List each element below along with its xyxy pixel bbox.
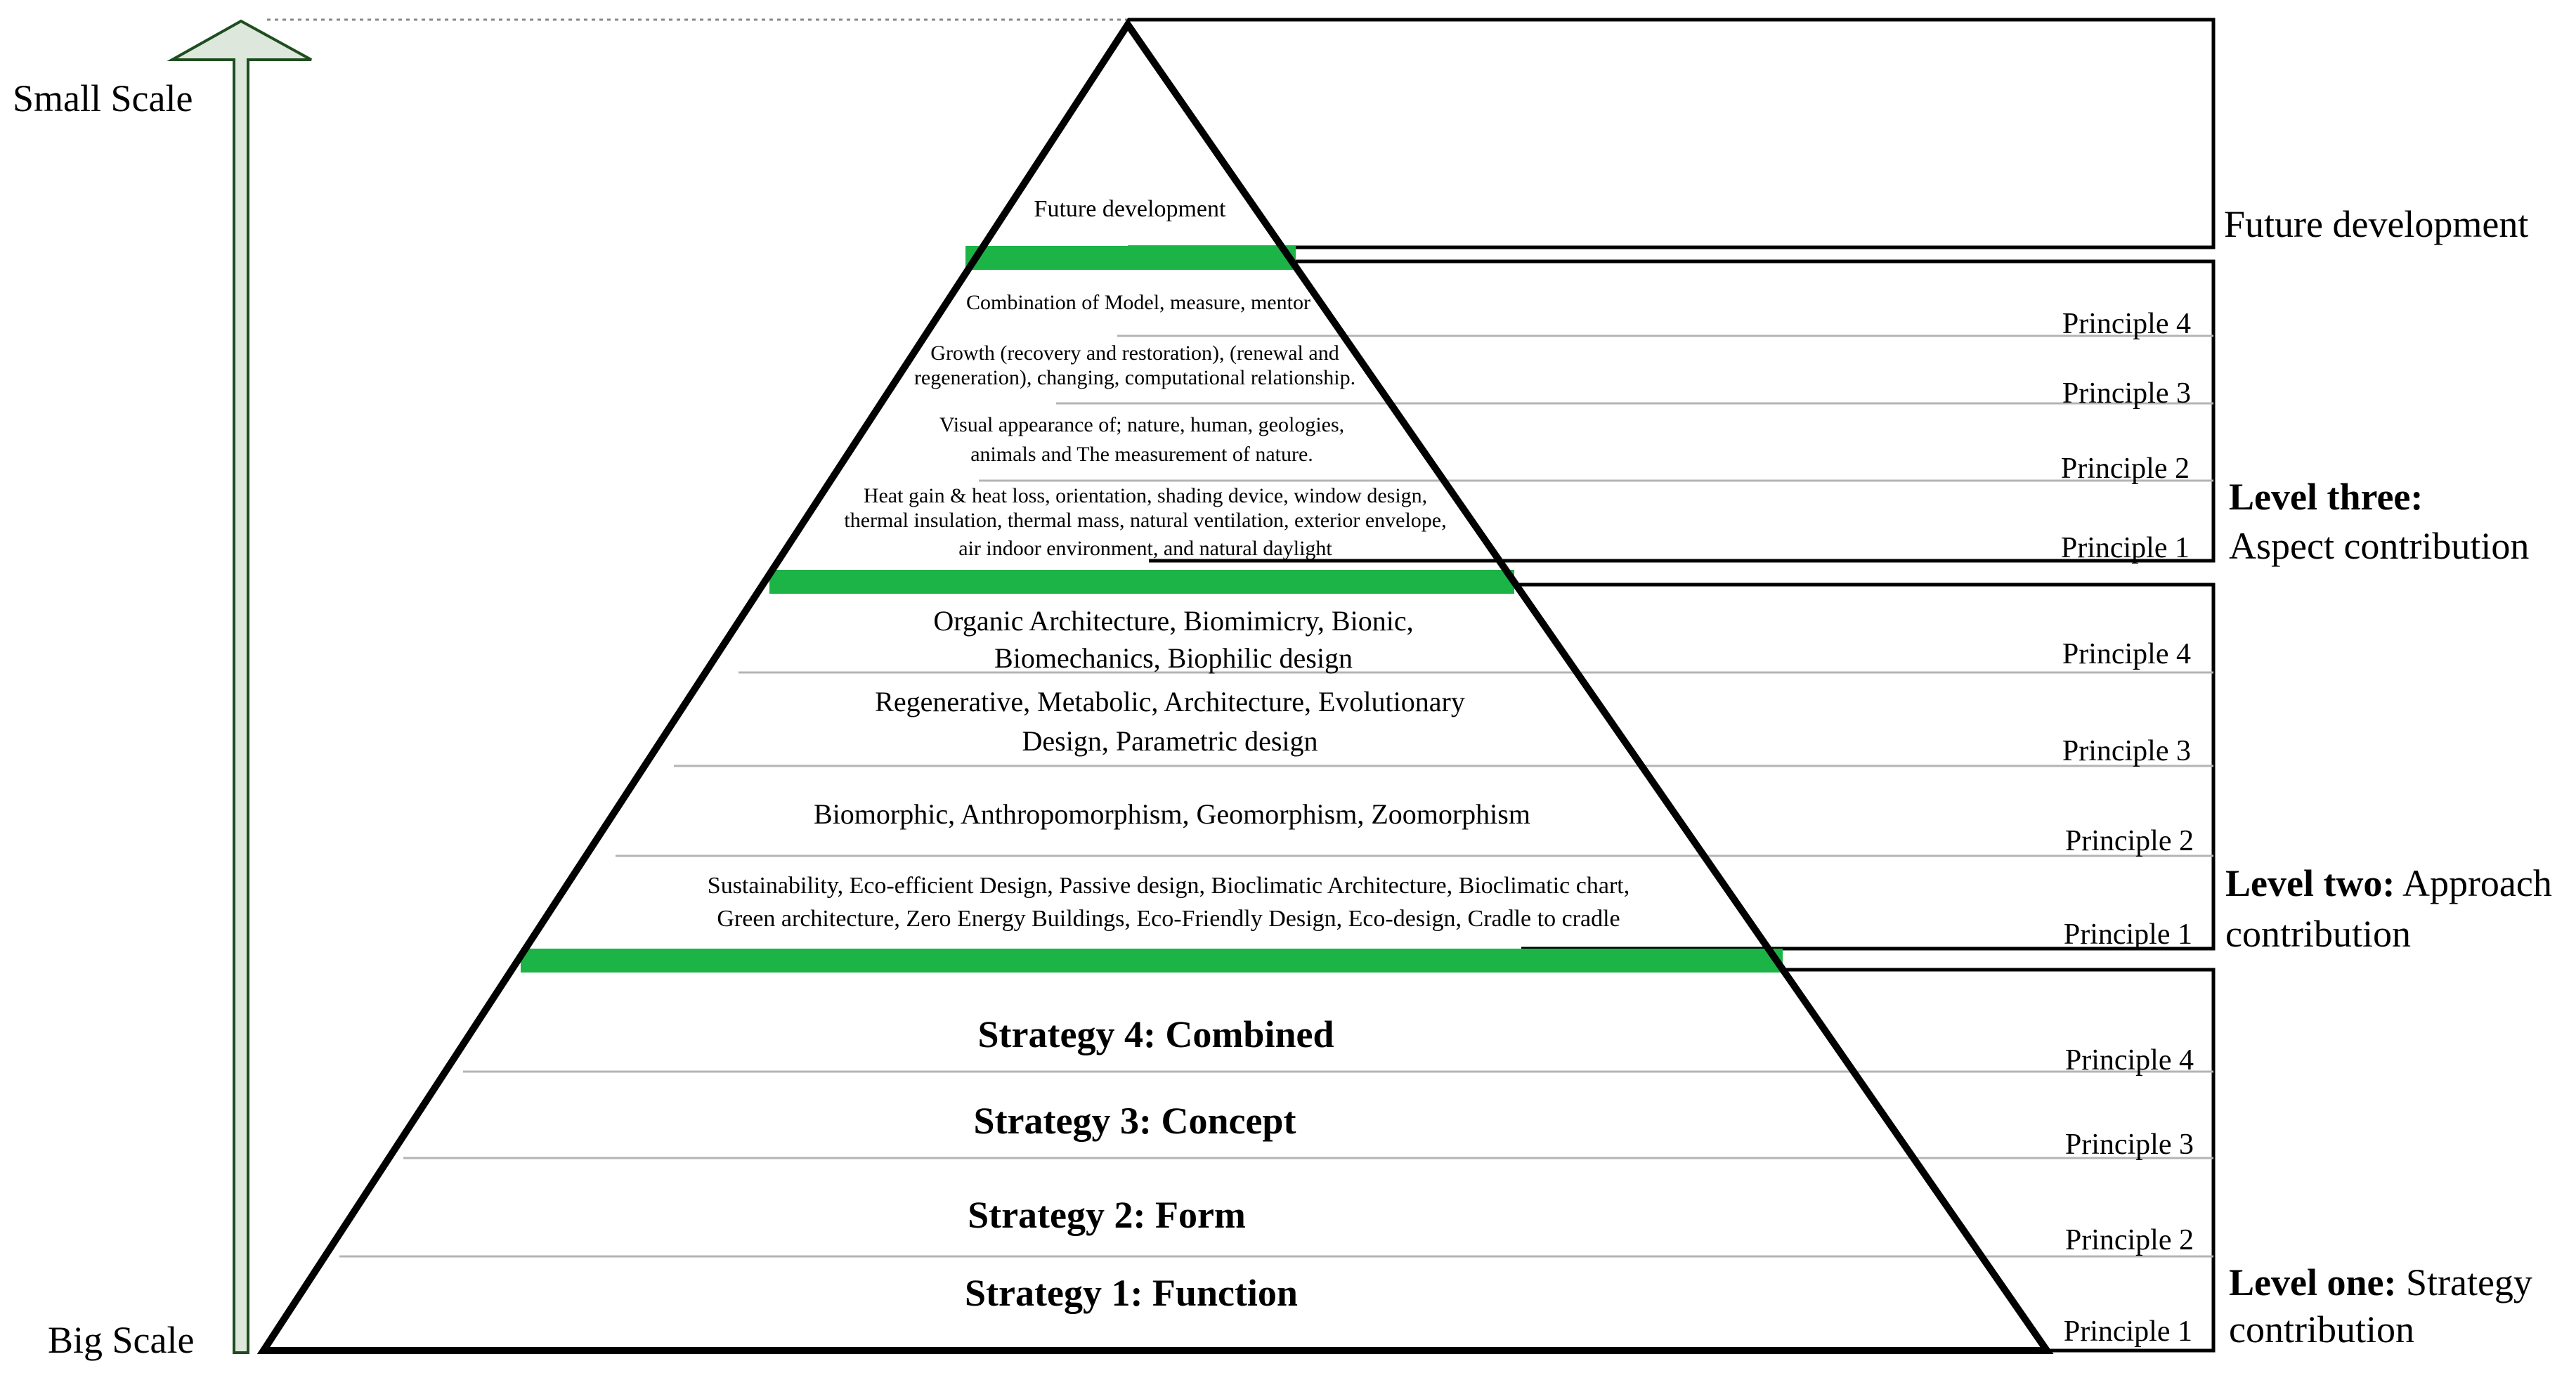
level-two-p3-text: Design, Parametric design xyxy=(1022,725,1318,757)
bracket-level-three xyxy=(1149,259,2216,563)
principle-label: Principle 1 xyxy=(2064,918,2192,951)
strategy-3-label: Strategy 3: Concept xyxy=(974,1100,1296,1142)
level-three-subtitle: Aspect contribution xyxy=(2229,525,2529,567)
principle-label: Principle 2 xyxy=(2065,825,2194,857)
level-three-p4-text: Combination of Model, measure, mentor xyxy=(966,291,1310,314)
level-three-p3-text: regeneration), changing, computational r… xyxy=(914,366,1355,389)
up-arrow-icon xyxy=(167,19,312,1354)
principle-labels: Principle 4 Principle 3 Principle 2 Prin… xyxy=(2061,308,2194,1348)
strategy-4-label: Strategy 4: Combined xyxy=(978,1013,1334,1055)
divider-level-three xyxy=(769,570,1514,594)
future-development-side-label: Future development xyxy=(2224,203,2528,245)
principle-label: Principle 4 xyxy=(2062,308,2191,340)
pyramid-outline xyxy=(256,18,2054,1354)
level-three-p2-text: Visual appearance of; nature, human, geo… xyxy=(939,413,1344,436)
level-three-p1-text: air indoor environment, and natural dayl… xyxy=(958,537,1332,560)
level-three-p1-text: thermal insulation, thermal mass, natura… xyxy=(844,509,1446,532)
level-three-p2-text: animals and The measurement of nature. xyxy=(970,443,1313,466)
bracket-level-one xyxy=(1778,968,2216,1353)
apex-label: Future development xyxy=(1034,196,1226,222)
principle-label: Principle 3 xyxy=(2062,735,2191,767)
principle-label: Principle 2 xyxy=(2065,1224,2194,1256)
divider-future xyxy=(965,246,1296,270)
strategy-2-label: Strategy 2: Form xyxy=(968,1194,1246,1236)
big-scale-label: Big Scale xyxy=(48,1319,194,1361)
level-two-p2-text: Biomorphic, Anthropomorphism, Geomorphis… xyxy=(814,798,1530,830)
strategy-1-label: Strategy 1: Function xyxy=(965,1272,1298,1314)
principle-label: Principle 4 xyxy=(2062,638,2191,670)
row-separators xyxy=(339,334,2213,1258)
level-two-subtitle: contribution xyxy=(2225,913,2411,955)
level-one-subtitle: contribution xyxy=(2229,1308,2414,1351)
level-two-p1-text: Sustainability, Eco-efficient Design, Pa… xyxy=(708,873,1629,899)
level-three-p3-text: Growth (recovery and restoration), (rene… xyxy=(930,342,1339,365)
level-two-title: Level two: Approach xyxy=(2225,862,2552,904)
level-three-title: Level three: xyxy=(2229,476,2423,518)
principle-label: Principle 3 xyxy=(2062,377,2191,410)
principle-label: Principle 4 xyxy=(2065,1044,2194,1077)
divider-level-two xyxy=(521,949,1783,973)
principle-label: Principle 2 xyxy=(2061,453,2190,485)
level-three-p1-text: Heat gain & heat loss, orientation, shad… xyxy=(864,484,1427,507)
level-dividers xyxy=(521,246,1783,973)
principle-label: Principle 1 xyxy=(2061,532,2190,564)
level-one-title: Level one: Strategy xyxy=(2229,1261,2532,1303)
level-two-p3-text: Regenerative, Metabolic, Architecture, E… xyxy=(875,686,1465,717)
level-two-p4-text: Organic Architecture, Biomimicry, Bionic… xyxy=(933,605,1413,637)
bracket-future xyxy=(1128,18,2216,249)
level-two-p4-text: Biomechanics, Biophilic design xyxy=(994,642,1353,674)
principle-label: Principle 3 xyxy=(2065,1129,2194,1161)
small-scale-label: Small Scale xyxy=(13,77,193,119)
level-two-p1-text: Green architecture, Zero Energy Building… xyxy=(717,906,1620,932)
principle-label: Principle 1 xyxy=(2064,1315,2192,1348)
